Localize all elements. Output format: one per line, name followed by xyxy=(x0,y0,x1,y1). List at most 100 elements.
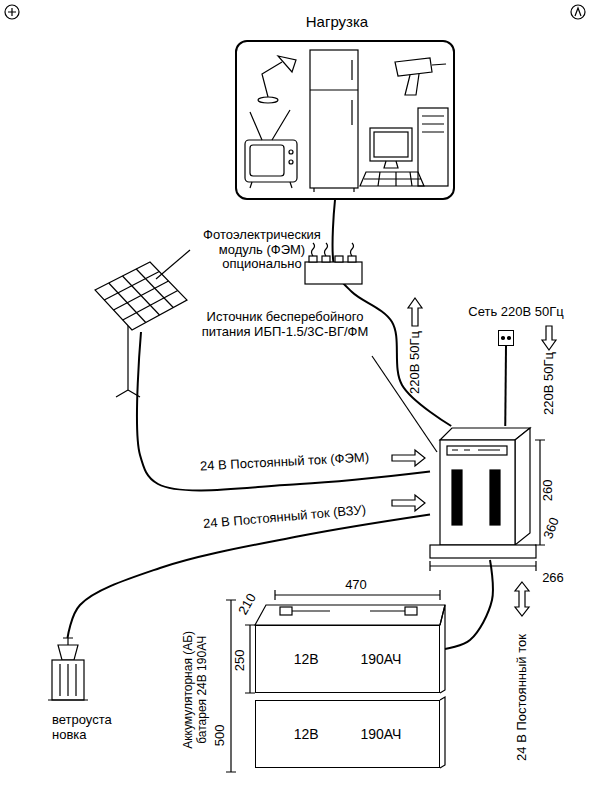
ups-cabinet xyxy=(430,428,536,558)
text-holder: ветроуста новка xyxy=(52,713,124,743)
battery-cell: 12В 190АЧ xyxy=(255,625,440,693)
edge-label: 24 В Постоянный ток (ФЭМ) xyxy=(200,450,370,474)
text-holder: Сеть 220В 50Гц xyxy=(468,305,563,320)
tv-icon xyxy=(289,150,293,154)
edge-label: 24 В Постоянный ток (ВЗУ) xyxy=(203,502,367,531)
power-strip xyxy=(305,262,362,284)
edge-label: 220В 50Гц xyxy=(542,352,557,415)
cable-connector xyxy=(445,560,493,649)
ups-cabinet xyxy=(452,470,462,525)
direction-arrow xyxy=(408,298,422,326)
text-holder: 220В 50Гц xyxy=(542,352,557,415)
battery-block xyxy=(255,605,445,625)
solar-panel xyxy=(95,262,187,397)
cable-connector xyxy=(504,346,507,426)
dimension-lines xyxy=(226,600,236,772)
illustration-layer xyxy=(5,5,585,772)
ups-cabinet xyxy=(515,428,530,545)
text-holder: 12В 190АЧ xyxy=(256,626,439,692)
dimension-label: 210 xyxy=(236,591,260,617)
cable-connector xyxy=(137,332,430,490)
lamp-icon xyxy=(258,97,278,103)
text-holder: 470 xyxy=(345,578,367,593)
node-label: Фотоэлектрическия модуль (ФЭМ) опциональ… xyxy=(195,228,330,273)
ups-cabinet xyxy=(490,470,500,525)
text-holder: 210 xyxy=(236,591,260,617)
text-holder: 24 В Постоянный ток (ФЭМ) xyxy=(200,450,370,474)
wind-turbine xyxy=(58,645,78,660)
node-label: Аккумуляторная (АБ) батарея 24В 190АЧ xyxy=(182,615,210,765)
tv-icon xyxy=(250,145,284,176)
node-label: 12В 190АЧ xyxy=(294,651,402,667)
dimension-label: 266 xyxy=(542,571,564,586)
edge-label: 24 В Постоянный ток xyxy=(515,634,530,761)
leader-line xyxy=(372,356,437,452)
text-holder: Источник бесперебойного питания ИБП-1.5/… xyxy=(195,310,375,340)
fridge-icon xyxy=(310,50,358,188)
power-strip xyxy=(312,243,354,256)
direction-arrow xyxy=(392,298,556,616)
power-strip xyxy=(335,256,343,262)
battery-block xyxy=(405,607,417,615)
tv-icon xyxy=(245,110,297,188)
direction-arrow xyxy=(542,326,556,350)
battery-bank: 12В 190АЧ12В 190АЧАккумуляторная (АБ) ба… xyxy=(250,595,445,775)
text-holder: 24 В Постоянный ток (ВЗУ) xyxy=(203,502,367,531)
computer-icon xyxy=(374,132,408,157)
direction-arrow xyxy=(392,450,425,466)
node-label: Сеть 220В 50Гц xyxy=(468,305,563,320)
dimension-label: 260 xyxy=(542,479,557,501)
tv-icon xyxy=(245,140,297,182)
solar-panel xyxy=(95,262,187,330)
direction-arrow xyxy=(392,495,425,511)
drill-icon xyxy=(395,58,446,95)
solar-panel xyxy=(116,318,140,397)
socket-contacts xyxy=(508,337,511,340)
panel-grid xyxy=(104,269,178,323)
power-strip xyxy=(322,256,330,262)
drill-icon xyxy=(405,74,419,95)
tv-icon xyxy=(289,160,293,164)
wind-turbine xyxy=(63,638,73,645)
text-holder: 266 xyxy=(542,571,564,586)
node-label: Нагрузка xyxy=(306,13,368,30)
node-label: ветроуста новка xyxy=(52,713,124,743)
solar-module: Фотоэлектрическия модуль (ФЭМ) опциональ… xyxy=(95,262,187,332)
leader-line xyxy=(156,250,190,279)
power-strip xyxy=(309,256,317,262)
lamp-icon xyxy=(278,56,296,72)
dimension-label: 250 xyxy=(234,649,249,671)
text-holder: 12В 190АЧ xyxy=(256,701,439,767)
drill-icon xyxy=(432,64,446,65)
fridge-icon xyxy=(310,60,358,192)
text-holder: 260 xyxy=(542,479,557,501)
corner-mark xyxy=(571,5,585,19)
computer-icon xyxy=(384,161,398,168)
socket-contacts xyxy=(502,337,505,340)
corner-mark xyxy=(5,5,585,19)
lamp-icon xyxy=(258,56,296,103)
wind-turbine xyxy=(48,664,88,700)
text-holder: 220В 50Гц xyxy=(408,331,423,394)
battery-cell: 12В 190АЧ xyxy=(255,700,440,768)
tv-icon xyxy=(250,110,292,188)
text-holder: 24 В Постоянный ток xyxy=(515,634,530,761)
text-holder: Аккумуляторная (АБ) батарея 24В 190АЧ xyxy=(182,615,210,765)
node-label: 12В 190АЧ xyxy=(294,726,402,742)
edge-label: 220В 50Гц xyxy=(408,331,423,394)
drill-icon xyxy=(395,58,432,76)
ups-cabinet xyxy=(440,440,515,545)
computer-icon xyxy=(418,108,448,186)
lamp-icon xyxy=(262,62,282,97)
corner-mark xyxy=(575,8,581,16)
ups-cabinet xyxy=(452,449,500,450)
battery-block xyxy=(255,605,445,768)
wind-turbine xyxy=(48,638,88,700)
grid-socket: Сеть 220В 50Гц xyxy=(498,330,514,346)
dimension-label: 470 xyxy=(345,578,367,593)
text-holder: 500 xyxy=(214,724,229,746)
corner-mark xyxy=(5,5,19,19)
